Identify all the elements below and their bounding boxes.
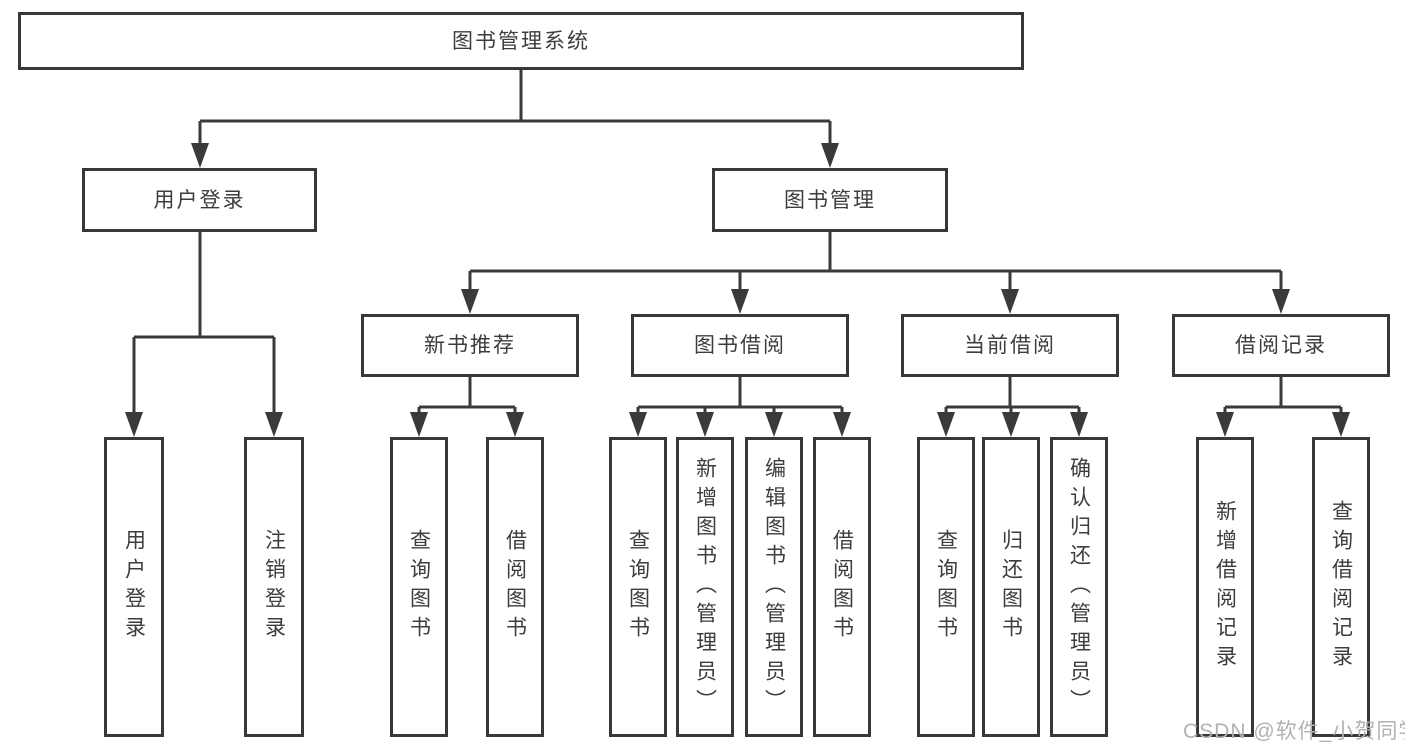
node-label: 查询图书 (934, 529, 958, 645)
arrowhead (1216, 412, 1234, 437)
arrowhead (1272, 289, 1290, 314)
node-label: 查询图书 (407, 529, 431, 645)
node-library-management-system: 图书管理系统 (18, 12, 1024, 70)
connector-book-management-branch (461, 232, 1290, 314)
node-label: 图书借阅 (694, 334, 786, 357)
arrowhead (191, 143, 209, 168)
node-label: 注销登录 (262, 529, 286, 645)
leaf-current-query-books: 查询图书 (917, 437, 975, 737)
arrowhead (506, 412, 524, 437)
arrowhead (629, 412, 647, 437)
leaf-borrow-edit-books-admin: 编辑图书（管理员） (745, 437, 803, 737)
leaf-newbook-borrow-books: 借阅图书 (486, 437, 544, 737)
node-label: 图书管理 (784, 188, 876, 212)
node-label: 归还图书 (999, 529, 1023, 645)
arrowhead (1070, 412, 1088, 437)
node-book-management: 图书管理 (712, 168, 948, 232)
arrowhead (937, 412, 955, 437)
node-label: 查询图书 (626, 529, 650, 645)
node-label: 新书推荐 (424, 334, 516, 357)
leaf-current-confirm-return-admin: 确认归还（管理员） (1050, 437, 1108, 737)
leaf-current-return-books: 归还图书 (982, 437, 1040, 737)
leaf-borrow-borrow-books: 借阅图书 (813, 437, 871, 737)
arrowhead (461, 289, 479, 314)
leaf-records-query-record: 查询借阅记录 (1312, 437, 1370, 737)
arrowhead (833, 412, 851, 437)
connector-root-branch (191, 70, 839, 168)
arrowhead (125, 412, 143, 437)
node-label: 当前借阅 (964, 334, 1056, 357)
node-label: 图书管理系统 (452, 29, 590, 53)
node-book-borrow: 图书借阅 (631, 314, 849, 377)
node-label: 借阅图书 (830, 529, 854, 645)
leaf-borrow-query-books: 查询图书 (609, 437, 667, 737)
arrowhead (821, 143, 839, 168)
arrowhead (1332, 412, 1350, 437)
leaf-records-add-record: 新增借阅记录 (1196, 437, 1254, 737)
connector-current-borrow-branch (937, 377, 1088, 437)
node-label: 用户登录 (122, 529, 146, 645)
node-label: 借阅记录 (1235, 334, 1327, 357)
node-label: 新增借阅记录 (1213, 500, 1237, 674)
node-label: 新增图书（管理员） (693, 456, 717, 718)
connector-borrow-records-branch (1216, 377, 1350, 437)
connector-new-book-branch (410, 377, 524, 437)
node-user-login: 用户登录 (82, 168, 317, 232)
node-label: 编辑图书（管理员） (762, 456, 786, 718)
node-label: 借阅图书 (503, 529, 527, 645)
arrowhead (1001, 289, 1019, 314)
arrowhead (1002, 412, 1020, 437)
node-new-book-recommend: 新书推荐 (361, 314, 579, 377)
leaf-borrow-add-books-admin: 新增图书（管理员） (676, 437, 734, 737)
leaf-newbook-query-books: 查询图书 (390, 437, 448, 737)
node-borrow-records: 借阅记录 (1172, 314, 1390, 377)
leaf-user-login: 用户登录 (104, 437, 164, 737)
arrowhead (265, 412, 283, 437)
arrowhead (410, 412, 428, 437)
csdn-watermark: CSDN @软件_小贺同学 (1183, 720, 1405, 743)
node-label: 确认归还（管理员） (1067, 456, 1091, 718)
arrowhead (731, 289, 749, 314)
connector-user-login-branch (125, 232, 283, 437)
node-current-borrow: 当前借阅 (901, 314, 1119, 377)
node-label: 用户登录 (153, 188, 246, 212)
node-label: 查询借阅记录 (1329, 500, 1353, 674)
connector-book-borrow-branch (629, 377, 851, 437)
arrowhead (765, 412, 783, 437)
arrowhead (696, 412, 714, 437)
leaf-logout: 注销登录 (244, 437, 304, 737)
